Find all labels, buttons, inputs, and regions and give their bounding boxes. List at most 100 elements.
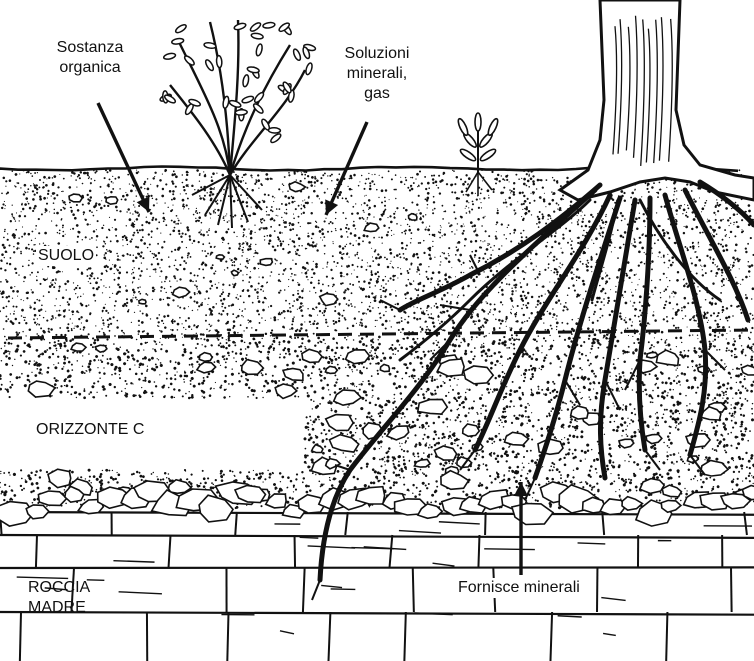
bedrock-crack <box>404 612 405 661</box>
pebble <box>289 182 305 192</box>
bedrock-hatch <box>321 585 342 587</box>
bedrock-hatch <box>578 543 606 544</box>
pebble <box>646 435 662 444</box>
pebble <box>173 287 190 297</box>
pebble <box>364 223 379 232</box>
shrub-leaf <box>174 23 187 34</box>
label-bedrock-line-2: MADRE <box>28 598 86 618</box>
label-supplies-minerals: Fornisce minerali <box>456 578 582 598</box>
shrub-stem <box>170 85 230 175</box>
bedrock-hatch <box>300 537 319 538</box>
bedrock-crack <box>168 535 170 568</box>
bedrock-hatch <box>399 531 441 534</box>
pebble <box>686 434 710 448</box>
pebble <box>662 485 681 497</box>
shrub-leaf <box>241 95 254 104</box>
shrub-leaf <box>268 127 280 133</box>
bedrock-crack <box>602 512 604 535</box>
pebble <box>302 349 322 362</box>
label-organic-line-2: organica <box>30 58 150 78</box>
pebble <box>505 432 529 445</box>
root-hair <box>380 300 400 310</box>
pebble <box>326 415 354 431</box>
label-minerals-line-2: minerali, <box>322 64 432 84</box>
pebble <box>334 390 362 405</box>
shrub-root <box>230 175 248 222</box>
pebble <box>71 343 86 351</box>
pebble <box>326 459 341 469</box>
pebble <box>409 214 417 221</box>
bedrock-hatch <box>484 549 535 550</box>
bedrock-seam <box>0 535 754 538</box>
root-hair <box>565 380 580 405</box>
bedrock-crack <box>478 535 479 568</box>
pebble <box>260 259 272 266</box>
pebble <box>28 381 55 397</box>
arrow-supplies-minerals-head <box>514 482 528 496</box>
pebble <box>95 345 107 352</box>
pebble <box>622 497 642 511</box>
shrub-leaf <box>305 62 313 75</box>
seedling-leaf <box>479 147 497 162</box>
label-organic-matter: Sostanza organica <box>30 38 150 78</box>
label-minerals-line-3: gas <box>322 84 432 104</box>
pebble <box>320 294 338 306</box>
bedrock-hatch <box>331 589 356 590</box>
pebble <box>139 299 146 304</box>
bedrock-seam <box>0 612 754 615</box>
bedrock-crack <box>295 535 296 568</box>
shrub-leaf <box>242 74 249 87</box>
shrub-leaf <box>255 43 263 56</box>
bedrock-crack <box>328 612 330 661</box>
pebble <box>380 364 389 371</box>
bedrock-crack <box>550 612 552 661</box>
bedrock-hatch <box>603 633 616 635</box>
shrub-leaf <box>183 55 195 67</box>
bedrock-crack <box>36 535 37 568</box>
pebble <box>106 197 118 204</box>
bedrock-crack <box>731 568 732 612</box>
bedrock-crack <box>227 612 228 661</box>
label-bedrock-line-1: ROCCIA <box>28 578 90 598</box>
pebble <box>283 369 303 381</box>
bedrock-crack <box>345 512 348 535</box>
shrub-leaf <box>247 66 260 74</box>
shrub-leaf <box>253 91 265 103</box>
pebble <box>69 194 82 202</box>
bedrock-crack <box>413 568 414 612</box>
label-bedrock: ROCCIA MADRE <box>28 578 90 618</box>
bedrock-hatch <box>280 631 294 634</box>
root-hair <box>525 478 535 500</box>
bedrock-hatch <box>439 522 480 524</box>
bedrock-crack <box>235 512 237 535</box>
pebble <box>661 500 681 512</box>
seedling-leaf <box>459 147 477 162</box>
pebble <box>600 499 625 515</box>
bedrock-hatch <box>433 563 455 566</box>
pebble <box>640 479 664 494</box>
pebble <box>48 469 71 487</box>
bedrock-hatch <box>558 616 582 617</box>
shrub-leaf <box>229 99 242 108</box>
pebble <box>325 366 337 373</box>
pebble <box>329 435 358 452</box>
shrub-root <box>230 175 232 228</box>
root-hair <box>312 580 320 600</box>
shrub-root <box>230 175 262 210</box>
pebble <box>656 350 678 365</box>
bedrock-seam <box>0 567 754 568</box>
label-soil: SUOLO <box>36 246 96 266</box>
seedling-leaf <box>475 113 481 131</box>
pebble <box>434 446 456 460</box>
pebble <box>312 445 323 453</box>
bedrock-crack <box>485 512 486 535</box>
bedrock-layer <box>0 512 754 661</box>
pebble <box>571 406 588 419</box>
bedrock-hatch <box>113 561 154 562</box>
bedrock-crack <box>389 535 392 568</box>
pebble <box>275 384 297 399</box>
pebble <box>463 424 480 436</box>
bedrock-crack <box>303 568 305 612</box>
label-minerals-line-1: Soluzioni <box>322 44 432 64</box>
